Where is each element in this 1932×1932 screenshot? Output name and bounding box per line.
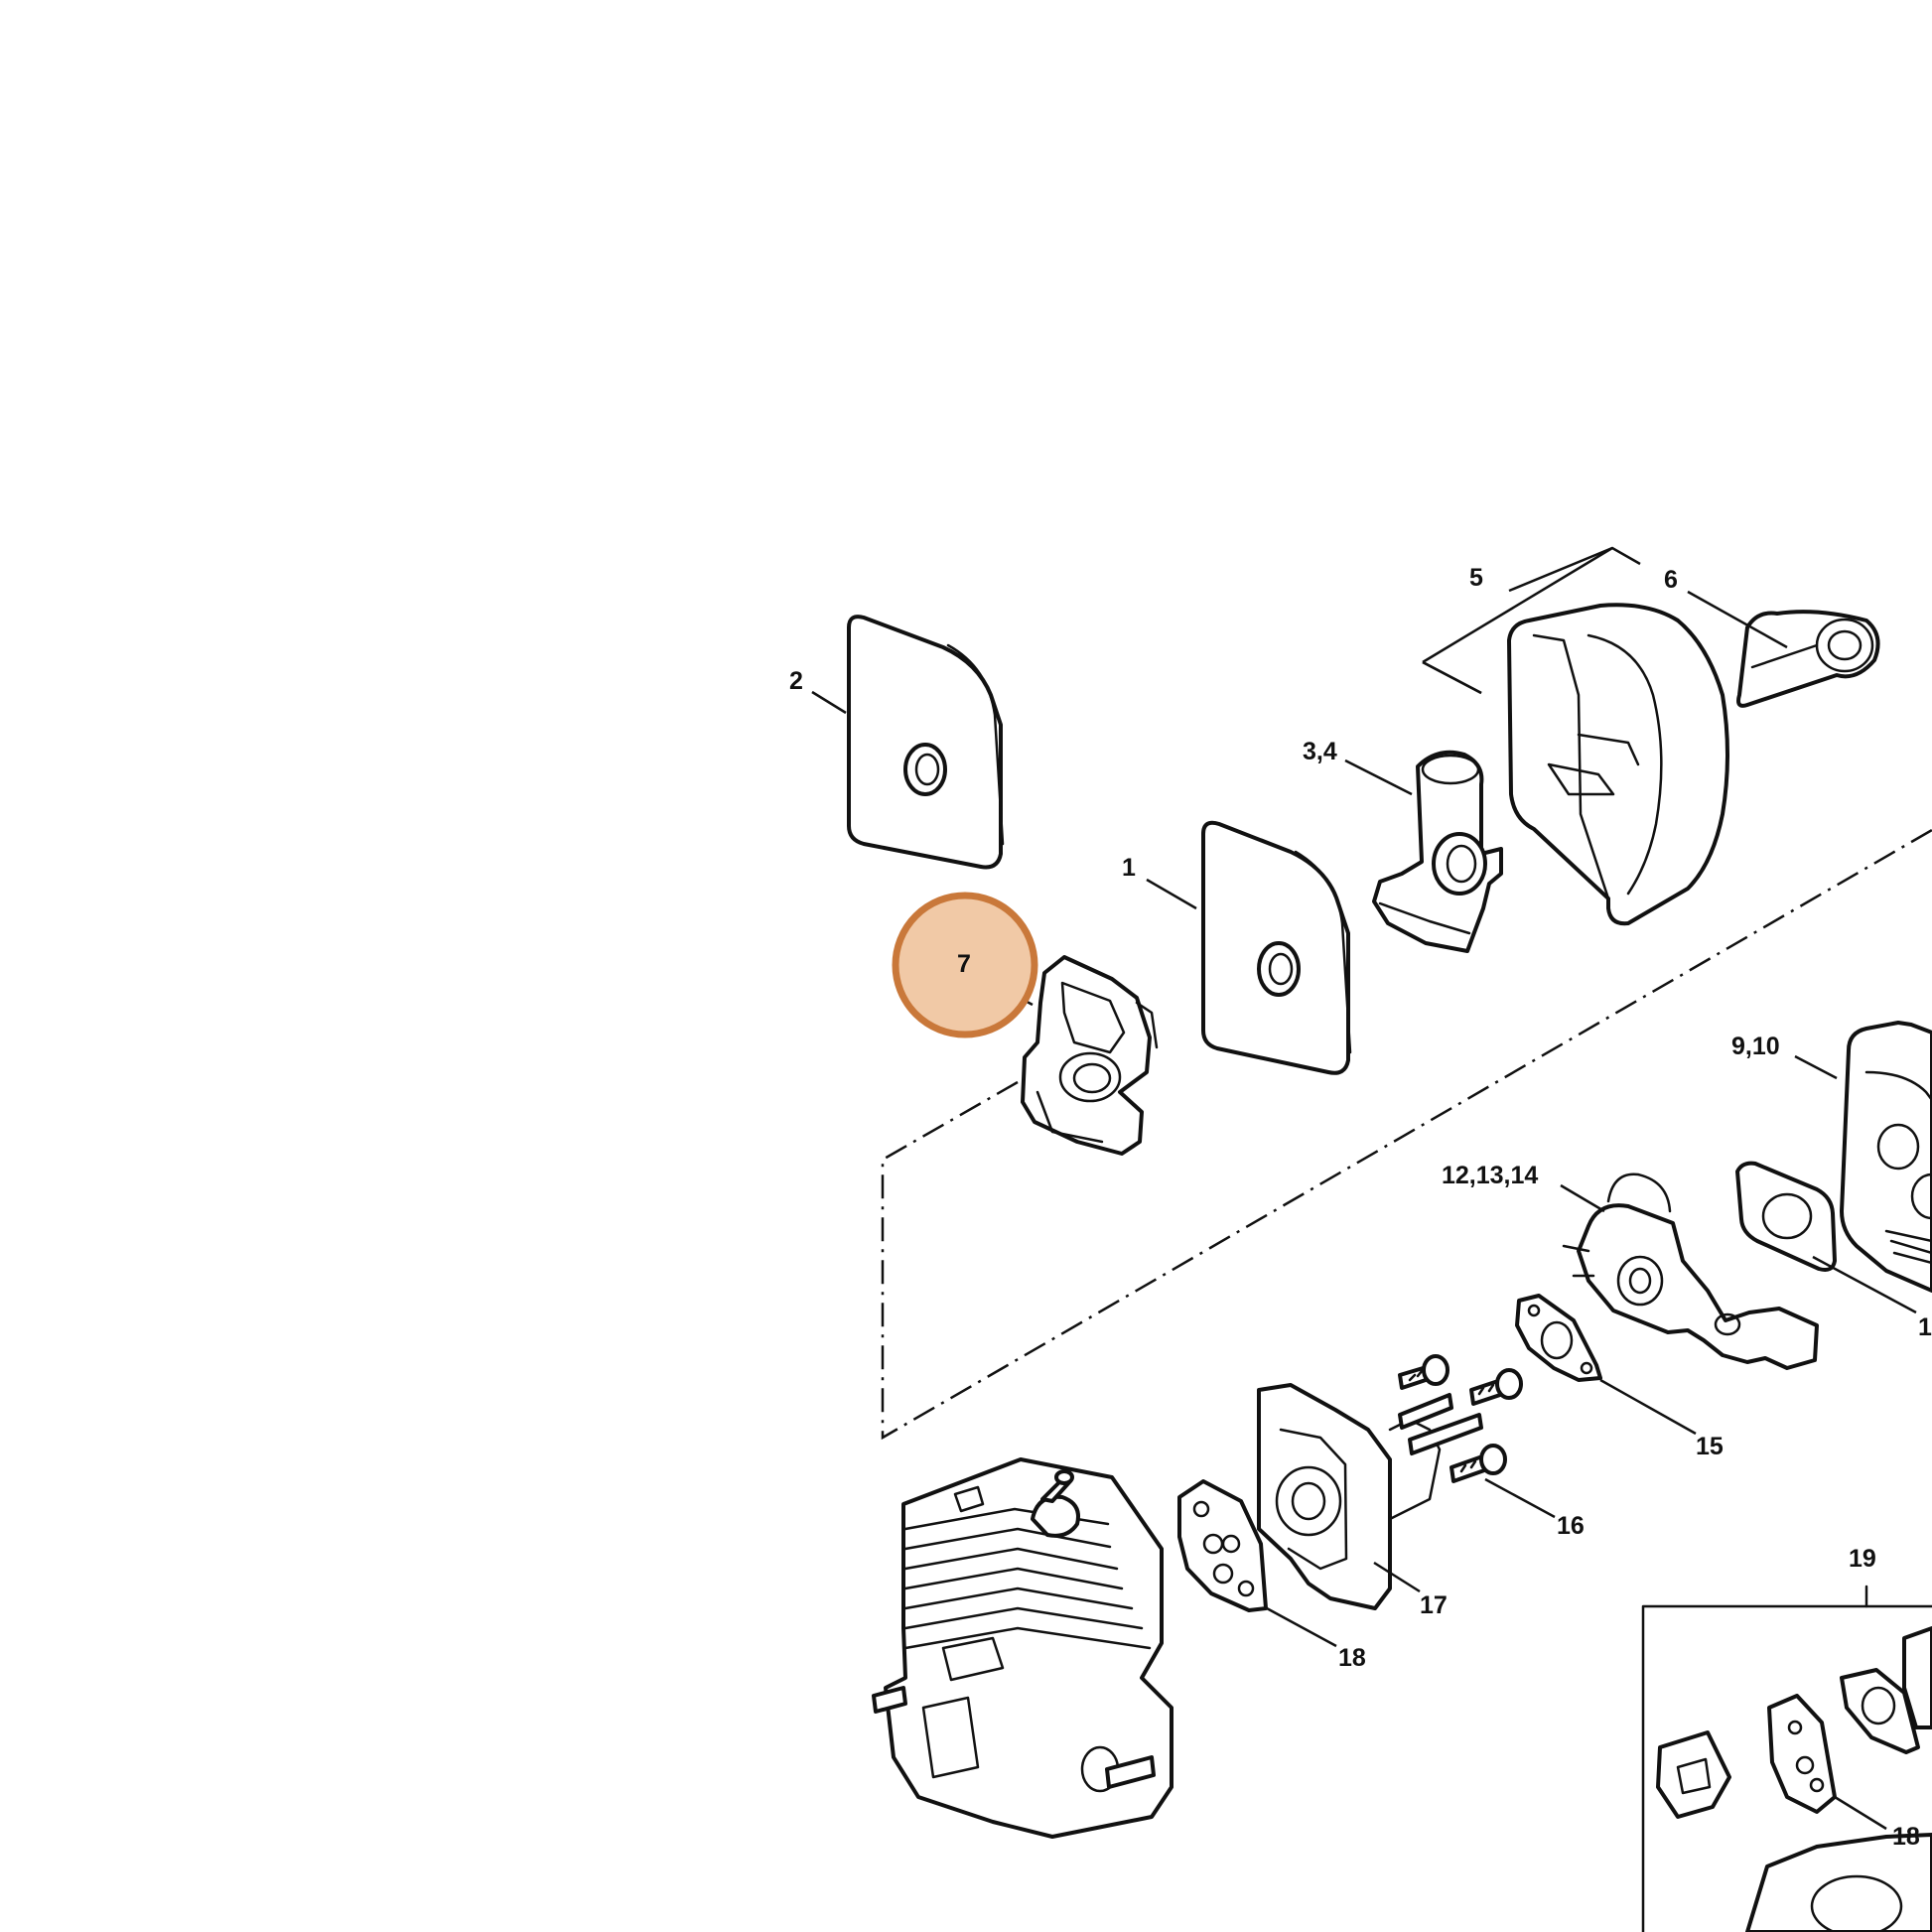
- callout-1-edge[interactable]: 1: [1918, 1313, 1932, 1341]
- callout-17[interactable]: 17: [1420, 1591, 1448, 1619]
- assembly-boundary: [881, 828, 1932, 1441]
- part-16-screws[interactable]: [1398, 1354, 1523, 1483]
- callout-18[interactable]: 18: [1338, 1644, 1366, 1672]
- callout-7[interactable]: 7: [957, 950, 971, 978]
- callout-16[interactable]: 16: [1557, 1512, 1585, 1540]
- highlight-marker[interactable]: [892, 892, 1038, 1038]
- part-5-filter-cover[interactable]: [1507, 603, 1729, 926]
- engine-cylinder[interactable]: [872, 1457, 1173, 1839]
- callout-3-4[interactable]: 3,4: [1303, 738, 1337, 765]
- part-19-gasket-set[interactable]: [1641, 1585, 1932, 1932]
- part-7-baffle[interactable]: [1021, 955, 1159, 1156]
- callout-19[interactable]: 19: [1849, 1545, 1876, 1573]
- callout-1[interactable]: 1: [1122, 854, 1136, 882]
- part-6-wing-knob[interactable]: [1736, 610, 1880, 708]
- part-17-intake-flange[interactable]: [1257, 1383, 1483, 1610]
- callout-9-10[interactable]: 9,10: [1731, 1033, 1780, 1060]
- part-15-gasket[interactable]: [1515, 1294, 1602, 1382]
- callout-6[interactable]: 6: [1664, 566, 1678, 594]
- gasket-near-shroud[interactable]: [1735, 1161, 1837, 1272]
- part-3-4-intake-elbow[interactable]: [1372, 750, 1503, 953]
- callout-12-13-14[interactable]: 12,13,14: [1442, 1162, 1538, 1189]
- leader-lines: [811, 546, 1917, 1831]
- callout-2[interactable]: 2: [789, 667, 803, 695]
- part-18-gasket[interactable]: [1177, 1479, 1268, 1612]
- part-12-13-14-carburetor[interactable]: [1562, 1173, 1819, 1370]
- part-2-air-filter[interactable]: [847, 615, 1005, 870]
- part-1-air-filter[interactable]: [1201, 820, 1352, 1075]
- callout-labels: 2 1 3,4 5 6 7 9,10 12,13,14 15 16 17 18 …: [789, 564, 1932, 1851]
- callout-5[interactable]: 5: [1469, 564, 1483, 592]
- part-9-10-shroud[interactable]: [1840, 1021, 1932, 1293]
- callout-15[interactable]: 15: [1696, 1433, 1724, 1460]
- callout-18-set[interactable]: 18: [1892, 1823, 1920, 1851]
